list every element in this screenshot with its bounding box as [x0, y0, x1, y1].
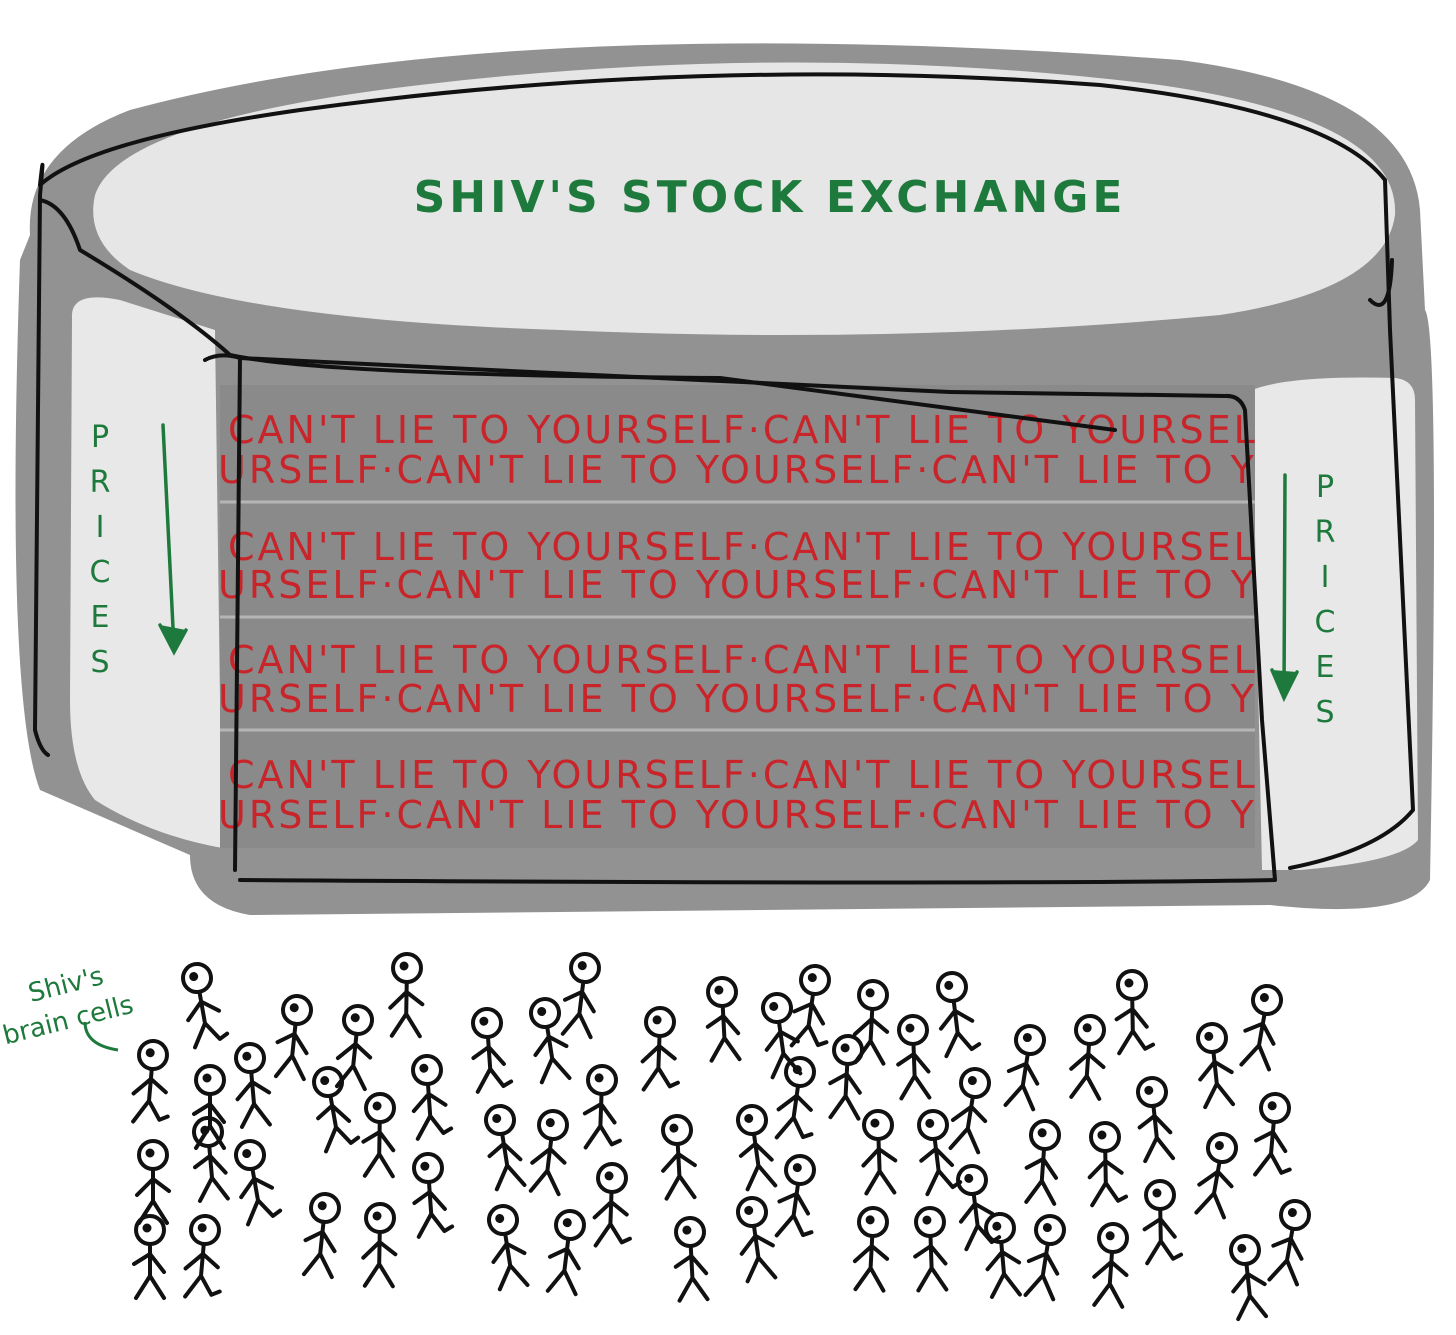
ticker-row-text: URSELF·CAN'T LIE TO YOURSELF·CAN'T LIE T…	[218, 793, 1451, 837]
stick-figure	[984, 1212, 1022, 1299]
stick-figure	[761, 992, 803, 1080]
stick-figure	[334, 1004, 374, 1092]
stick-figure	[917, 1109, 963, 1197]
caption-pointer-curve	[83, 1021, 119, 1052]
building-outline	[33, 72, 1415, 885]
stick-figure	[736, 1196, 778, 1284]
stick-figure	[183, 1214, 222, 1299]
ticker-row-text: URSELF·CAN'T LIE TO YOURSELF·CAN'T LIE T…	[218, 448, 1451, 492]
stick-figure	[852, 979, 890, 1066]
stick-figure	[956, 1164, 1002, 1252]
right-side-panel	[1252, 377, 1418, 870]
ticker-row-text: CAN'T LIE TO YOURSELF·CAN'T LIE TO YOURS…	[228, 408, 1427, 452]
stick-figure	[273, 994, 313, 1082]
stick-figure	[1087, 1121, 1129, 1208]
stick-figure	[412, 1152, 455, 1239]
stick-figure	[361, 1092, 396, 1179]
crowd-caption: Shiv's brain cells	[0, 961, 136, 1051]
stick-figure	[1267, 1199, 1311, 1287]
stick-figure	[1194, 1132, 1238, 1220]
stick-figure	[1114, 969, 1156, 1056]
stick-figure	[484, 1104, 527, 1192]
stick-figure	[896, 1014, 932, 1101]
stick-figure	[592, 1162, 632, 1248]
stick-figure	[560, 952, 601, 1040]
stick-figure	[1023, 1214, 1066, 1302]
stick-figure	[312, 1066, 361, 1154]
stick-figure	[1136, 1076, 1176, 1164]
stick-figure	[1003, 1024, 1046, 1112]
stick-figure	[948, 1067, 991, 1155]
stick-figure	[301, 1192, 341, 1280]
stick-figure	[640, 1006, 680, 1092]
stick-figure	[192, 1116, 230, 1203]
stick-figure	[774, 1154, 816, 1238]
stick-figure	[135, 1139, 171, 1225]
stick-figure	[661, 1114, 697, 1201]
ticker-row-text: URSELF·CAN'T LIE TO YOURSELF·CAN'T LIE T…	[218, 677, 1451, 721]
stick-figure	[361, 1202, 398, 1289]
right-prices-label: PRICES	[1270, 470, 1343, 740]
stick-figure	[705, 976, 742, 1063]
stick-figure	[1253, 1092, 1292, 1177]
building-sign: SHIV'S STOCK EXCHANGE	[414, 172, 1127, 223]
stick-figure	[545, 1209, 586, 1297]
stick-figure	[861, 1109, 898, 1196]
stick-figure	[234, 1139, 283, 1227]
ticker-row-text: CAN'T LIE TO YOURSELF·CAN'T LIE TO YOURS…	[228, 525, 1427, 569]
roof-top	[93, 62, 1396, 335]
ticker-row-text: CAN'T LIE TO YOURSELF·CAN'T LIE TO YOURS…	[228, 638, 1427, 682]
stick-figure	[1229, 1234, 1269, 1322]
stick-figure	[789, 964, 831, 1048]
stick-figure	[529, 997, 572, 1085]
stick-figure	[673, 1216, 710, 1303]
stick-figure	[936, 971, 982, 1059]
down-arrow-icon	[1270, 473, 1299, 703]
right-prices-text: PRICES	[1308, 470, 1343, 740]
stick-figure	[1024, 1119, 1061, 1206]
stick-figure	[131, 1039, 170, 1124]
ticker-row-text: CAN'T LIE TO YOURSELF·CAN'T LIE TO YOURS…	[228, 753, 1427, 797]
stick-figure	[234, 1042, 272, 1129]
stick-figure	[913, 1206, 949, 1293]
stick-figure	[1092, 1222, 1129, 1309]
stick-figure	[852, 1206, 890, 1293]
left-prices-text: PRICES	[83, 420, 118, 690]
left-prices-label: PRICES	[83, 420, 188, 690]
ticker-text: CAN'T LIE TO YOURSELF·CAN'T LIE TO YOURS…	[218, 408, 1451, 837]
stick-figure	[1142, 1179, 1184, 1266]
stick-figure	[828, 1034, 864, 1121]
stick-figure	[487, 1204, 530, 1292]
stick-figure	[411, 1054, 454, 1141]
left-side-panel	[70, 297, 222, 848]
stick-figure	[388, 952, 425, 1039]
stick-figure	[181, 962, 230, 1050]
stick-figure	[1069, 1014, 1106, 1101]
stick-figure	[528, 1109, 569, 1197]
stick-figure	[736, 1104, 778, 1192]
stick-figure	[192, 1064, 226, 1150]
stick-figure	[1196, 1022, 1236, 1110]
brain-cell-crowd	[131, 952, 1311, 1322]
building: CAN'T LIE TO YOURSELF·CAN'T LIE TO YOURS…	[15, 43, 1451, 916]
stick-figure	[1239, 984, 1283, 1072]
down-arrow-icon	[158, 423, 188, 656]
ticker-row-dividers	[220, 500, 1255, 732]
ticker-row-text: URSELF·CAN'T LIE TO YOURSELF·CAN'T LIE T…	[218, 563, 1451, 607]
stick-figure	[132, 1214, 166, 1300]
stick-figure	[774, 1056, 816, 1140]
stick-figure	[582, 1064, 622, 1150]
stick-figure	[471, 1007, 514, 1094]
